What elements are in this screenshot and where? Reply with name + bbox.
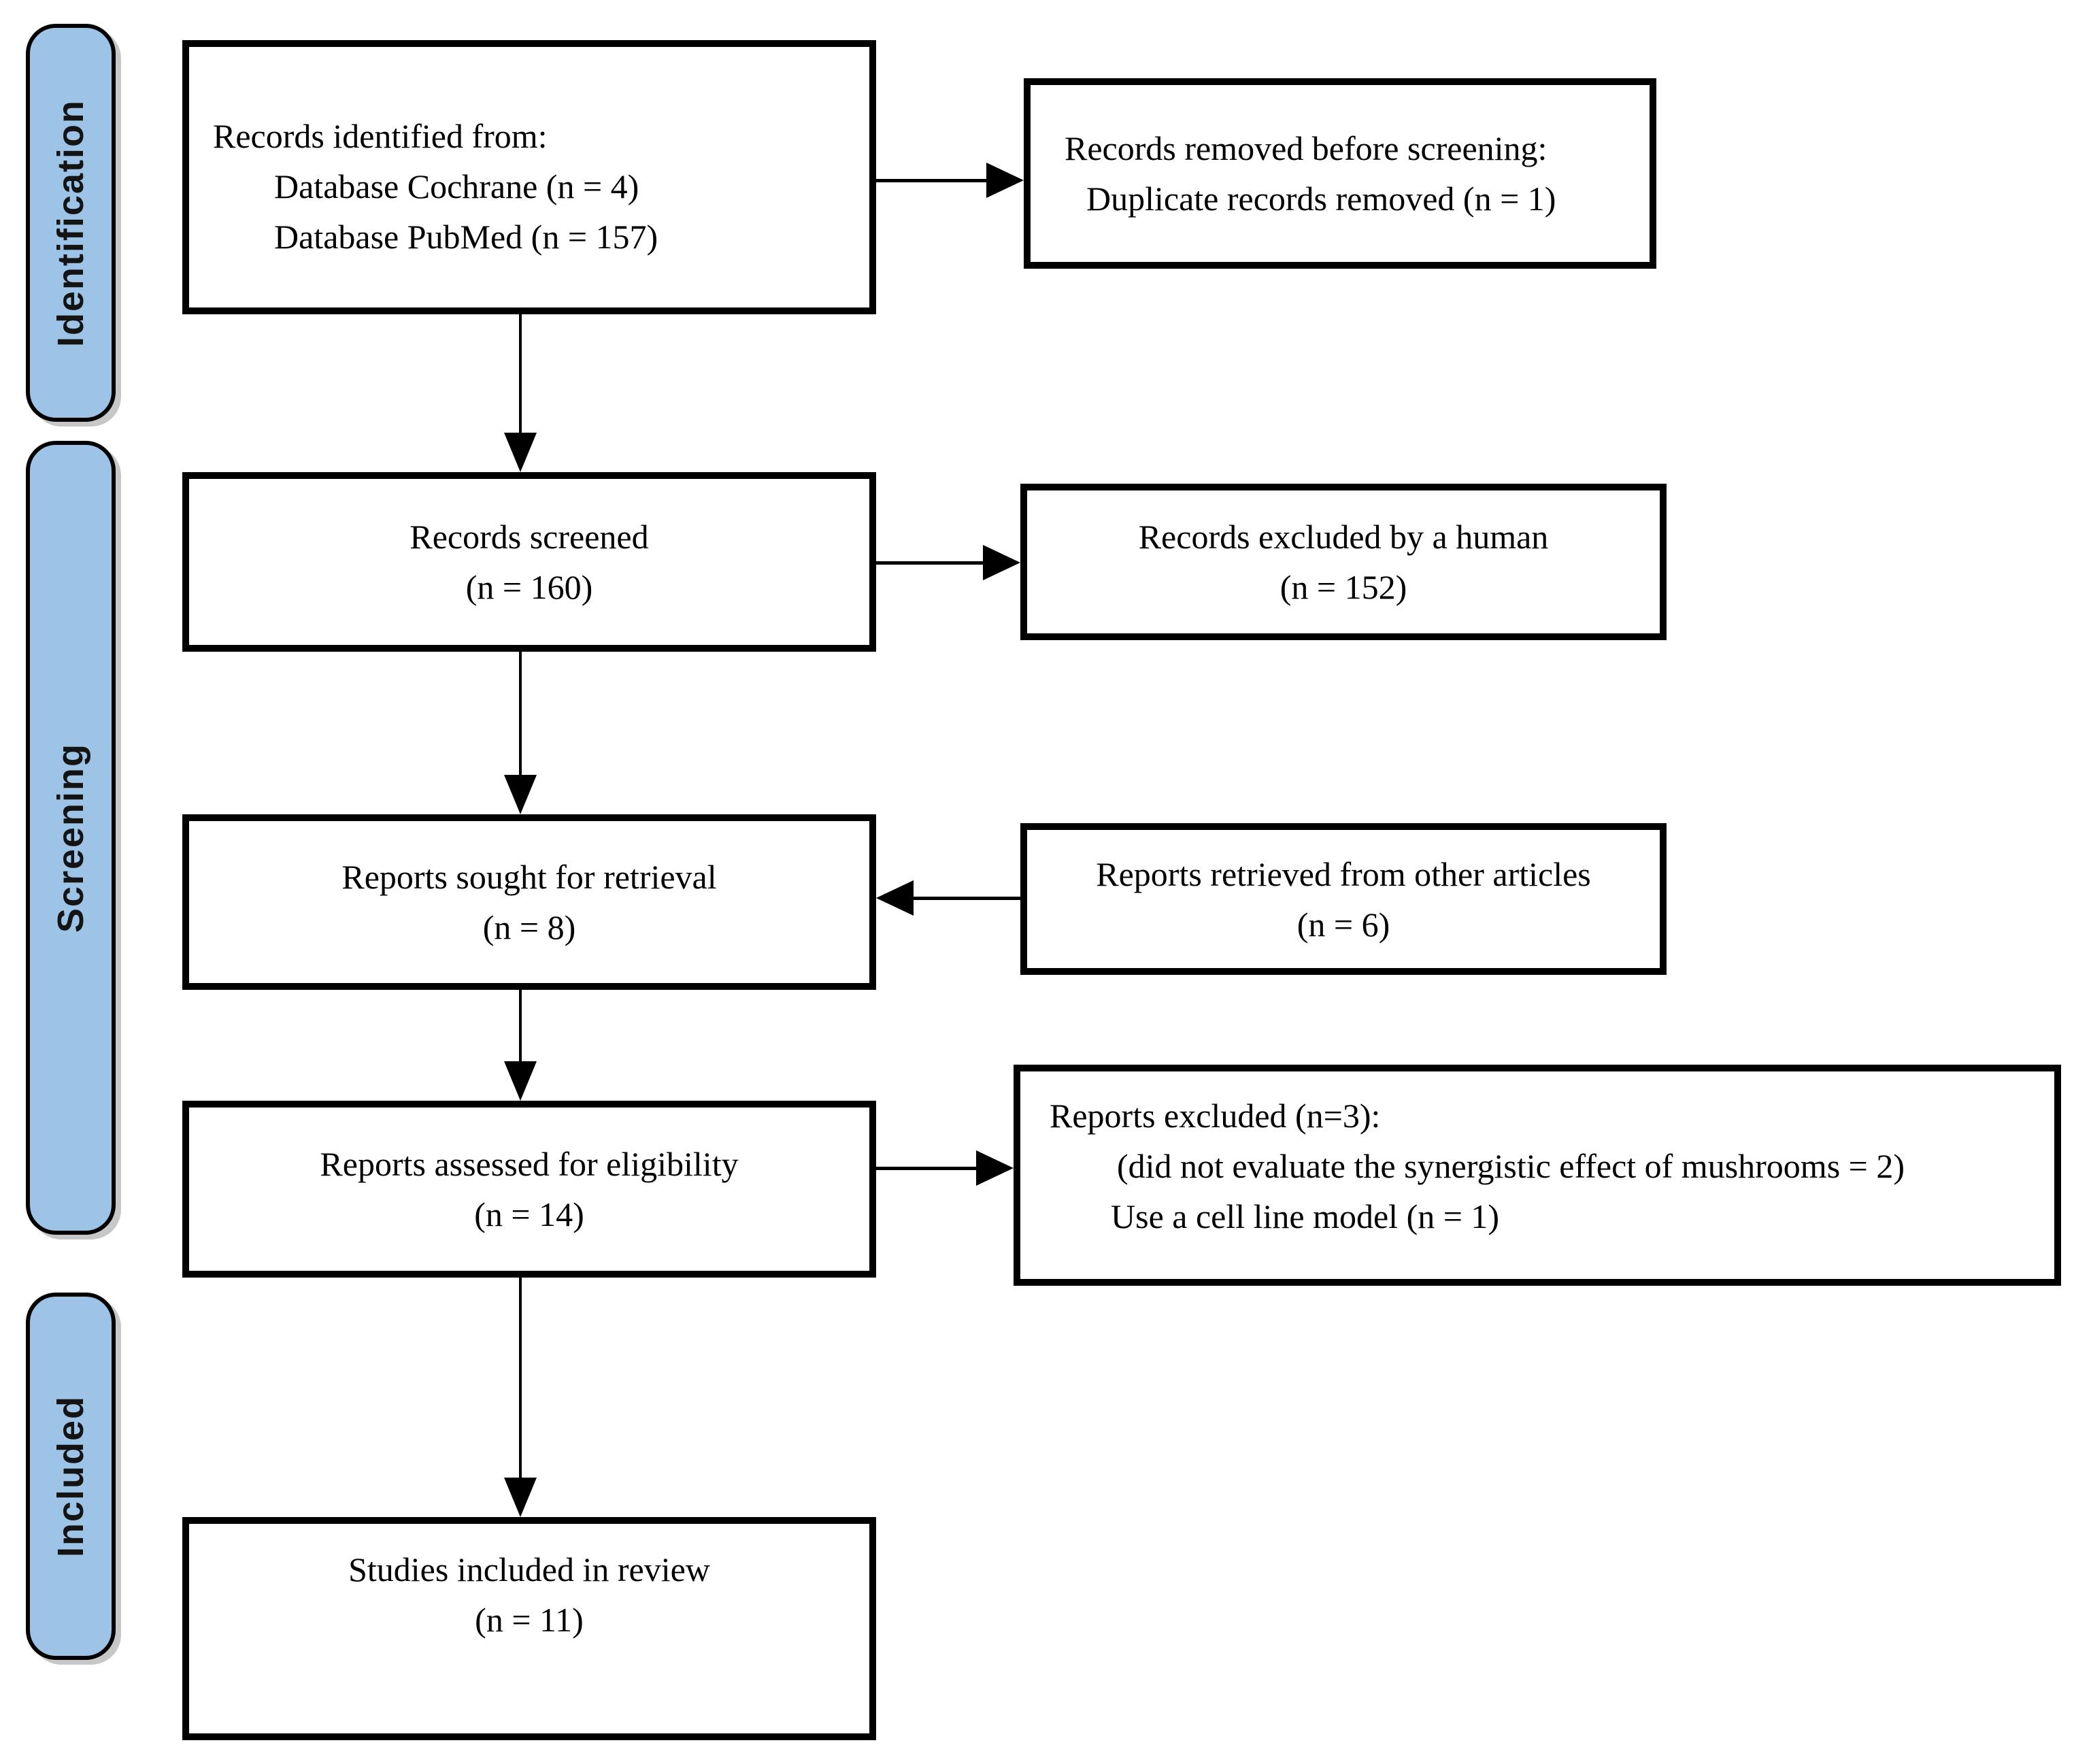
arrow-line bbox=[876, 179, 990, 182]
box-records-screened: Records screened (n = 160) bbox=[182, 472, 876, 652]
box-text-line: (n = 11) bbox=[475, 1601, 584, 1639]
box-text-line: Records excluded by a human bbox=[1138, 518, 1549, 556]
arrowhead-right-icon bbox=[983, 545, 1020, 580]
arrowhead-down-icon bbox=[504, 1061, 537, 1101]
arrowhead-right-icon bbox=[976, 1150, 1014, 1186]
box-text-line: Reports sought for retrieval bbox=[341, 858, 717, 896]
arrow-line bbox=[519, 990, 522, 1064]
box-text-line: Records removed before screening: bbox=[1065, 129, 1548, 167]
arrow-assessed-to-included bbox=[504, 1278, 537, 1517]
box-text-line: Reports excluded (n=3): bbox=[1050, 1096, 1381, 1135]
box-studies-included: Studies included in review (n = 11) bbox=[182, 1517, 876, 1740]
arrowhead-down-icon bbox=[504, 433, 537, 472]
arrow-line bbox=[876, 1167, 980, 1170]
box-text-line: Studies included in review bbox=[348, 1550, 710, 1588]
box-text-line: Records identified from: bbox=[213, 116, 548, 155]
box-reports-retrieved-other: Reports retrieved from other articles (n… bbox=[1020, 823, 1667, 975]
box-text-line: (n = 8) bbox=[482, 908, 576, 946]
box-records-excluded-human: Records excluded by a human (n = 152) bbox=[1020, 484, 1667, 640]
box-text-line: Reports assessed for eligibility bbox=[320, 1145, 739, 1183]
arrow-line bbox=[519, 1278, 522, 1480]
arrow-line bbox=[519, 652, 522, 778]
stage-label-screening: Screening bbox=[50, 742, 91, 933]
box-text-line: (n = 6) bbox=[1297, 905, 1390, 944]
arrowhead-left-icon bbox=[876, 880, 914, 916]
box-text-line: Database Cochrane (n = 4) bbox=[274, 167, 639, 205]
box-text-line: Database PubMed (n = 157) bbox=[274, 217, 658, 256]
arrow-sought-to-assessed bbox=[504, 990, 537, 1101]
stage-tab-included: Included bbox=[26, 1293, 116, 1660]
arrowhead-down-icon bbox=[504, 1478, 537, 1517]
box-text-line: (n = 152) bbox=[1279, 568, 1407, 606]
arrow-line bbox=[910, 897, 1020, 900]
box-text-line: (n = 160) bbox=[465, 568, 593, 606]
box-reports-assessed: Reports assessed for eligibility (n = 14… bbox=[182, 1101, 876, 1278]
arrowhead-down-icon bbox=[504, 775, 537, 814]
arrow-identified-to-screened bbox=[504, 314, 537, 472]
box-text-line: Records screened bbox=[409, 518, 649, 556]
stage-tab-identification: Identification bbox=[26, 24, 116, 422]
arrow-identified-to-removed bbox=[876, 163, 1024, 198]
stage-tab-screening: Screening bbox=[26, 441, 116, 1235]
box-text-line: Duplicate records removed (n = 1) bbox=[1086, 180, 1556, 218]
stage-label-included: Included bbox=[50, 1395, 91, 1557]
arrow-line bbox=[519, 314, 522, 435]
box-records-identified: Records identified from: Database Cochra… bbox=[182, 40, 876, 314]
box-reports-excluded: Reports excluded (n=3): (did not evaluat… bbox=[1014, 1065, 2061, 1286]
arrow-line bbox=[876, 561, 986, 565]
box-text-line: (did not evaluate the synergistic effect… bbox=[1117, 1146, 1905, 1185]
arrow-screened-to-sought bbox=[504, 652, 537, 814]
box-reports-sought: Reports sought for retrieval (n = 8) bbox=[182, 814, 876, 990]
box-records-removed: Records removed before screening: Duplic… bbox=[1024, 78, 1656, 269]
arrowhead-right-icon bbox=[986, 163, 1024, 198]
arrow-assessed-to-excluded bbox=[876, 1150, 1014, 1186]
stage-label-identification: Identification bbox=[50, 99, 91, 347]
box-text-line: Use a cell line model (n = 1) bbox=[1111, 1197, 1500, 1235]
arrow-retrieved-to-sought bbox=[876, 880, 1020, 916]
box-text-line: Reports retrieved from other articles bbox=[1096, 854, 1591, 893]
arrow-screened-to-excluded bbox=[876, 545, 1020, 580]
box-text-line: (n = 14) bbox=[474, 1195, 584, 1233]
